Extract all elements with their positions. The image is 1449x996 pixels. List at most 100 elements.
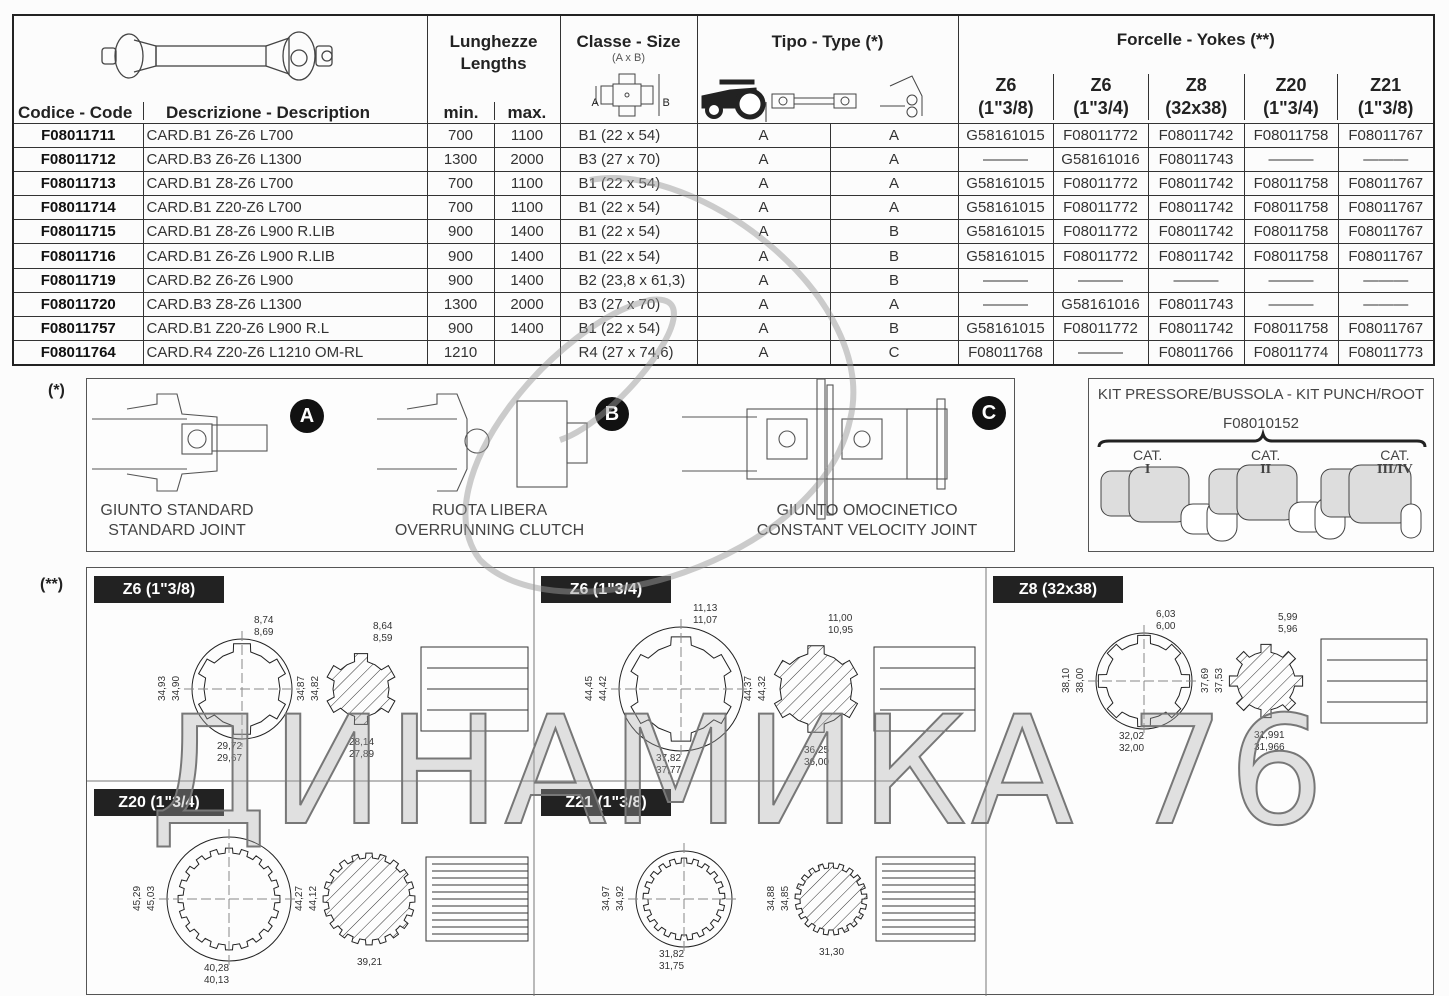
description-cell: CARD.B1 Z6-Z6 L700 xyxy=(142,122,428,148)
type-tractor-cell: A xyxy=(696,195,831,221)
cross-joint-icon xyxy=(595,73,659,117)
dimension-label: 44,45 xyxy=(584,675,596,702)
front-spline-view xyxy=(184,631,300,747)
dimension-label: 37,77 xyxy=(656,765,682,776)
dimension-label: 27,89 xyxy=(349,749,375,760)
yoke-col-size: (1"3/8) xyxy=(1357,98,1414,118)
dimension-label: 40,13 xyxy=(204,975,230,986)
kit-cat-num: I xyxy=(1144,462,1151,477)
type-implement-cell: A xyxy=(829,195,959,221)
dimension-label: 34,85 xyxy=(780,885,792,912)
front-spline-view xyxy=(159,829,299,969)
dimension-label: 34,88 xyxy=(766,885,778,912)
yoke-profile-label: Z6 (1"3/8) xyxy=(94,576,224,603)
yoke-code-cell: G58161015 xyxy=(957,170,1054,197)
dimension-label: 37,82 xyxy=(656,753,682,764)
yoke-code-cell: G58161015 xyxy=(957,315,1054,342)
side-profile-view xyxy=(1320,638,1428,724)
dimension-label: 40,28 xyxy=(204,963,230,974)
type-b-line1: RUOTA LIBERA xyxy=(431,502,548,519)
yoke-code-cell: G58161015 xyxy=(957,195,1054,221)
dimension-label: 39,21 xyxy=(357,957,383,968)
min-length-cell: 1210 xyxy=(426,340,495,366)
dimension-label: 36,00 xyxy=(804,757,830,768)
yoke-code-cell: F08011742 xyxy=(1147,219,1245,245)
yoke-code-cell: F08011767 xyxy=(1337,195,1435,221)
min-length-cell: 1300 xyxy=(426,146,495,172)
yoke-col-header: Z21(1"3/8) xyxy=(1337,74,1433,120)
yoke-code-cell: F08011743 xyxy=(1147,146,1245,172)
yoke-code-cell: F08011768 xyxy=(957,340,1054,366)
type-c-line1: GIUNTO OMOCINETICO xyxy=(776,502,958,519)
max-length-cell: 1400 xyxy=(493,219,561,245)
min-length-cell: 1300 xyxy=(426,291,495,318)
type-tractor-cell: A xyxy=(696,146,831,172)
yoke-col-size: (32x38) xyxy=(1165,98,1228,118)
header-type: Tipo - Type (*) xyxy=(696,14,959,124)
yoke-col-header: Z20(1"3/4) xyxy=(1243,74,1338,120)
dimension-label: 31,82 xyxy=(659,949,685,960)
yoke-code-cell: F08011742 xyxy=(1147,170,1245,197)
yoke-code-cell: ——— xyxy=(1337,291,1435,318)
header-lengths-en: Lengths xyxy=(460,54,527,73)
type-a-line2: STANDARD JOINT xyxy=(108,522,246,539)
max-length-cell: 1400 xyxy=(493,315,561,342)
kit-cat-label: CAT. xyxy=(1133,447,1163,463)
side-profile-view xyxy=(425,856,529,942)
dimension-label: 34,82 xyxy=(310,675,322,702)
header-type-label: Tipo - Type (*) xyxy=(771,32,884,51)
yoke-code-cell: G58161015 xyxy=(957,122,1054,148)
yoke-code-cell: F08011743 xyxy=(1147,291,1245,318)
yoke-code-cell: F08011767 xyxy=(1337,122,1435,148)
type-a-line1: GIUNTO STANDARD xyxy=(100,502,254,519)
dimension-label: 32,00 xyxy=(1119,743,1145,754)
kit-cat-1: CAT.I xyxy=(1133,445,1162,480)
yoke-code-cell: G58161016 xyxy=(1052,291,1149,318)
dimension-label: 6,03 xyxy=(1156,609,1176,620)
yoke-code-cell: G58161015 xyxy=(957,219,1054,245)
type-b-line2: OVERRUNNING CLUTCH xyxy=(394,522,585,539)
dimension-label: 5,96 xyxy=(1278,624,1298,635)
yoke-code-cell: ——— xyxy=(957,267,1054,293)
yoke-code-cell: F08011766 xyxy=(1147,340,1245,366)
header-divider xyxy=(143,101,144,120)
dimension-label: 34,87 xyxy=(296,675,308,702)
yoke-code-cell: F08011758 xyxy=(1243,243,1339,269)
size-class-cell: B1 (22 x 54) xyxy=(559,243,698,269)
yoke-code-cell: ——— xyxy=(1052,340,1149,366)
size-class-cell: B1 (22 x 54) xyxy=(559,219,698,245)
dimension-label: 36,25 xyxy=(804,745,830,756)
type-implement-cell: C xyxy=(829,340,959,366)
yoke-code-cell: F08011772 xyxy=(1052,170,1149,197)
driveshaft-illustration xyxy=(101,31,333,81)
front-spline-view xyxy=(1088,625,1200,737)
header-yokes-label: Forcelle - Yokes (**) xyxy=(1116,30,1275,49)
yoke-code-cell: ——— xyxy=(1052,267,1149,293)
yoke-col-size: (1"3/4) xyxy=(1073,98,1129,118)
description-cell: CARD.B3 Z8-Z6 L1300 xyxy=(142,291,428,318)
dimension-label: 31,991 xyxy=(1254,730,1285,741)
hatched-shaft-section xyxy=(794,862,868,936)
type-c-badge: C xyxy=(972,396,1006,430)
yoke-code-cell: F08011774 xyxy=(1243,340,1339,366)
type-implement-cell: B xyxy=(829,267,959,293)
yoke-code-cell: F08011758 xyxy=(1243,170,1339,197)
max-length-cell: 1100 xyxy=(493,170,561,197)
min-length-cell: 700 xyxy=(426,122,495,148)
front-spline-view xyxy=(611,619,751,759)
yoke-profile-label: Z20 (1"3/4) xyxy=(94,789,224,816)
dimension-label: 37,69 xyxy=(1200,667,1212,694)
yoke-code-cell: G58161015 xyxy=(957,243,1054,269)
yoke-code-cell: F08011767 xyxy=(1337,170,1435,197)
dimension-label: 5,99 xyxy=(1278,612,1298,623)
header-min: min. xyxy=(443,102,479,122)
description-cell: CARD.B1 Z8-Z6 L900 R.LIB xyxy=(142,219,428,245)
type-implement-cell: A xyxy=(829,146,959,172)
yoke-profile-label: Z21 (1"3/8) xyxy=(541,789,671,816)
